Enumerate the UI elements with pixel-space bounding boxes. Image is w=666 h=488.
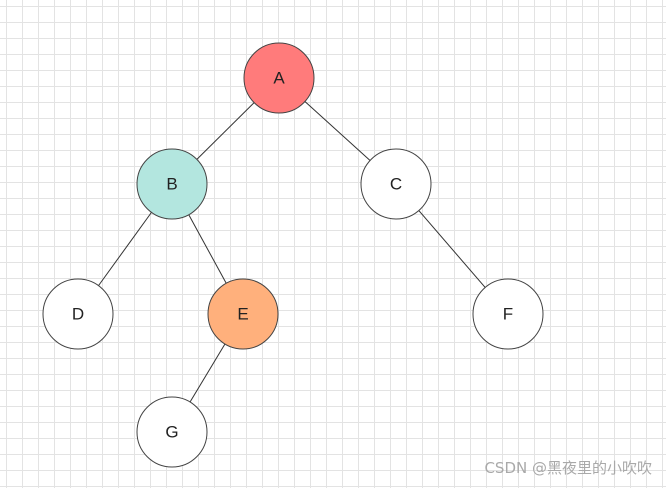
tree-node-f: F [472,278,544,350]
node-label-b: B [166,174,177,193]
edge-e-g [189,343,226,403]
node-circle-g [136,396,208,468]
node-label-c: C [390,174,402,193]
edge-a-c [304,101,371,161]
edge-a-b [196,102,255,160]
node-label-e: E [237,304,248,323]
edge-b-e [188,214,227,284]
node-label-a: A [273,68,285,87]
node-circle-f [472,278,544,350]
watermark: CSDN @黑夜里的小吹吹 [484,459,652,477]
node-circle-e [207,278,279,350]
node-circle-d [42,278,114,350]
node-circle-b [136,148,208,220]
node-label-f: F [503,304,513,323]
node-circle-c [360,148,432,220]
node-label-g: G [165,422,178,441]
tree-node-b: B [136,148,208,220]
tree-edges [98,101,486,403]
tree-node-g: G [136,396,208,468]
tree-node-d: D [42,278,114,350]
node-circle-a [243,42,315,114]
node-label-d: D [72,304,84,323]
tree-node-e: E [207,278,279,350]
edge-c-f [418,210,486,288]
edge-b-d [98,212,152,286]
tree-nodes: A B C D E F G [42,42,544,468]
tree-node-c: C [360,148,432,220]
tree-node-a: A [243,42,315,114]
